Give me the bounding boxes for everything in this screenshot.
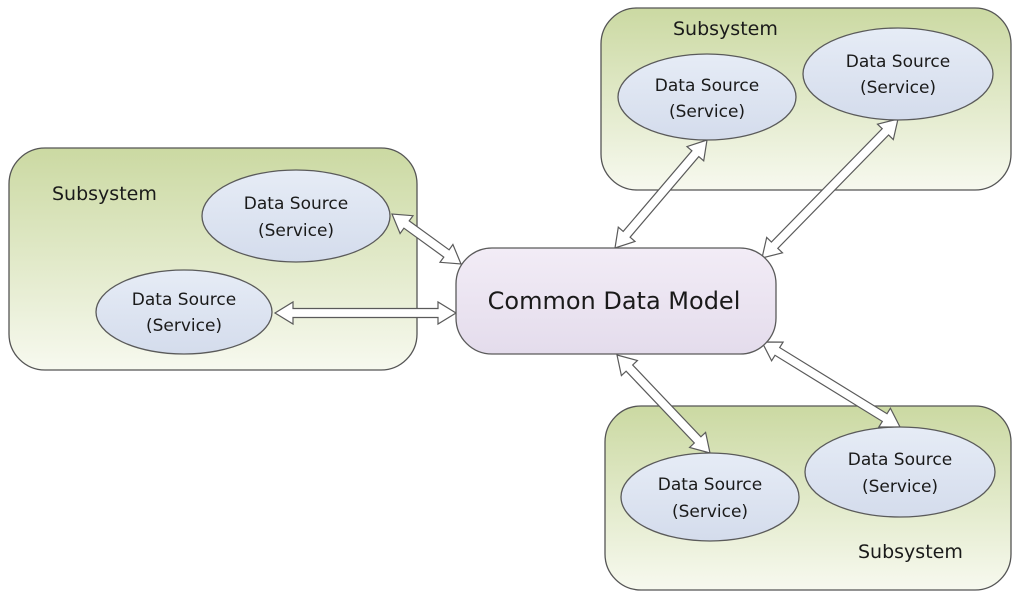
data-source-top-1: Data Source (Service) bbox=[617, 53, 797, 141]
data-source-bottom-1: Data Source (Service) bbox=[620, 452, 800, 542]
data-source-top-2-line2: (Service) bbox=[860, 78, 936, 98]
arrow-left-1 bbox=[391, 213, 462, 265]
data-source-top-2: Data Source (Service) bbox=[802, 27, 994, 121]
data-source-top-2-line1: Data Source bbox=[846, 52, 950, 72]
data-source-left-2-line2: (Service) bbox=[146, 316, 222, 336]
data-source-bottom-1-line1: Data Source bbox=[658, 475, 762, 495]
data-source-bottom-2: Data Source (Service) bbox=[804, 426, 996, 518]
subsystem-left-label: Subsystem bbox=[52, 183, 157, 205]
data-source-bottom-2-line1: Data Source bbox=[848, 450, 952, 470]
common-data-model-box bbox=[455, 247, 777, 355]
common-data-model-label: Common Data Model bbox=[488, 287, 741, 315]
data-source-left-2: Data Source (Service) bbox=[95, 269, 273, 355]
data-source-left-1-line1: Data Source bbox=[244, 194, 348, 214]
data-source-left-2-line1: Data Source bbox=[132, 290, 236, 310]
subsystem-bottom-label: Subsystem bbox=[858, 541, 963, 563]
data-source-bottom-2-line2: (Service) bbox=[862, 477, 938, 497]
data-source-top-1-line1: Data Source bbox=[655, 76, 759, 96]
data-source-left-1-line2: (Service) bbox=[258, 221, 334, 241]
data-source-bottom-1-line2: (Service) bbox=[672, 502, 748, 522]
data-source-left-1: Data Source (Service) bbox=[201, 169, 391, 263]
subsystem-top-label: Subsystem bbox=[673, 18, 778, 40]
data-source-top-1-line2: (Service) bbox=[669, 102, 745, 122]
common-data-model: Common Data Model bbox=[455, 247, 777, 355]
